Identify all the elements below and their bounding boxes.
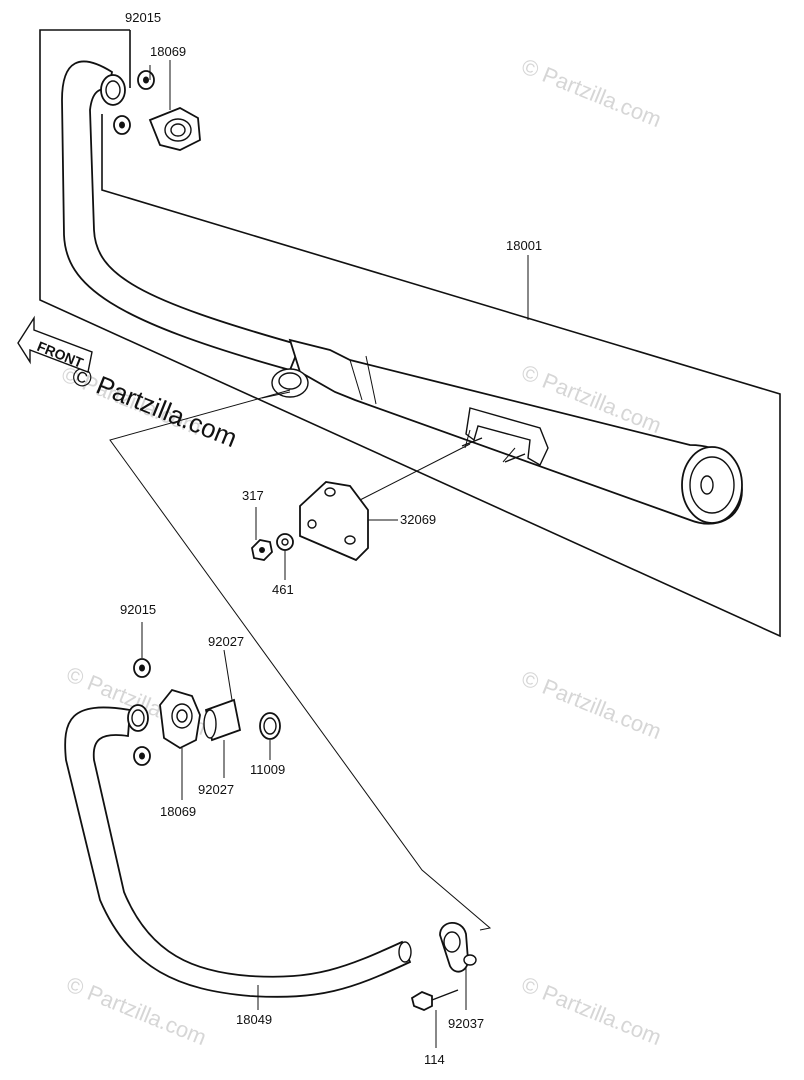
label-92015-mid: 92015 <box>120 602 156 617</box>
muffler <box>271 338 743 525</box>
label-18069-bot: 18069 <box>160 804 196 819</box>
lower-exhaust-pipe <box>64 704 412 1010</box>
assembly-frame <box>39 29 781 638</box>
watermark: © Partzilla.com <box>518 53 665 132</box>
part-labels: 92015 18069 18001 317 32069 461 92015 92… <box>120 10 542 1067</box>
label-32069: 32069 <box>400 512 436 527</box>
label-18069-top: 18069 <box>150 44 186 59</box>
watermark: © Partzilla.com <box>518 971 665 1050</box>
lower-frame <box>109 389 492 931</box>
label-18001: 18001 <box>506 238 542 253</box>
label-114: 114 <box>424 1052 445 1067</box>
label-92027-top: 92027 <box>208 634 244 649</box>
main-watermark: © Partzilla.com <box>68 360 242 453</box>
front-arrow-icon: FRONT <box>17 315 93 373</box>
upper-flange-assembly <box>113 60 201 151</box>
label-92037: 92037 <box>448 1016 484 1031</box>
label-92027-bot: 92027 <box>198 782 234 797</box>
label-18049: 18049 <box>236 1012 272 1027</box>
label-317: 317 <box>242 488 264 503</box>
lower-flange-assembly <box>133 622 281 800</box>
watermark: © Partzilla.com <box>518 665 665 744</box>
label-92015-top: 92015 <box>125 10 161 25</box>
label-11009: 11009 <box>250 762 285 777</box>
bracket-assembly <box>251 437 526 580</box>
clamp-assembly <box>410 921 477 1048</box>
label-461: 461 <box>272 582 294 597</box>
